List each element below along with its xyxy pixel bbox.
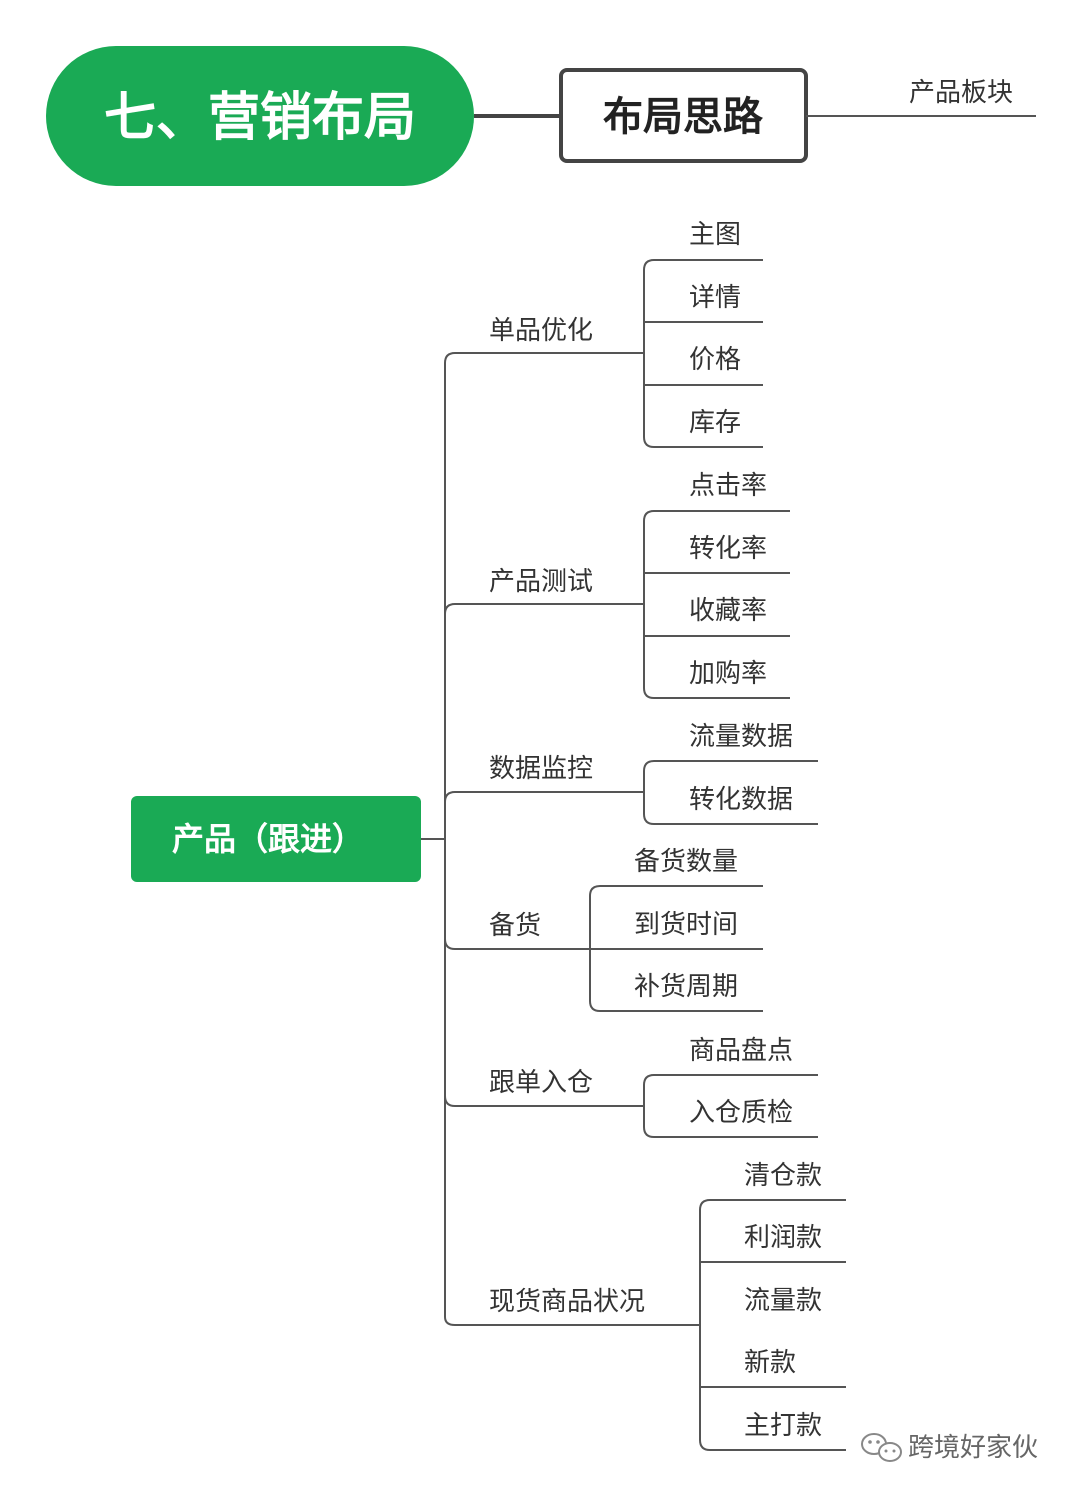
- branch-1-child-label: 库存: [689, 408, 741, 438]
- branch-6: 现货商品状况 清仓款 利润款 流量款 新款 主打款: [444, 1161, 846, 1451]
- branch-4: 备货 备货数量 到货时间 补货周期: [444, 847, 763, 1012]
- branch-3-underline: [444, 791, 644, 803]
- topic-box-label: 布局思路: [603, 94, 764, 140]
- branch-3-child-label: 流量数据: [689, 722, 793, 752]
- branch-1-child-label: 价格: [689, 345, 741, 375]
- section-title-pill: 七、营销布局: [46, 46, 474, 186]
- branch-5-bracket: [643, 1074, 818, 1138]
- branch-1-label: 单品优化: [489, 316, 593, 346]
- branch-2-underline: [444, 603, 644, 615]
- branch-3-child-label: 转化数据: [689, 785, 793, 815]
- branch-5-underline: [444, 1095, 644, 1107]
- branch-4-child-label: 补货周期: [634, 972, 738, 1002]
- branch-2-bracket: [643, 510, 790, 699]
- root-node: 产品（跟进）: [131, 796, 421, 882]
- branch-2-label: 产品测试: [489, 567, 593, 597]
- branch-1-underline: [444, 352, 644, 364]
- branch-6-child-label: 清仓款: [744, 1161, 822, 1191]
- branch-3-label: 数据监控: [489, 754, 593, 784]
- branch-1-child-label: 详情: [689, 283, 741, 313]
- branch-6-bracket: [699, 1199, 846, 1451]
- branch-5-child-label: 入仓质检: [689, 1098, 793, 1128]
- branch-6-child-label: 利润款: [744, 1223, 822, 1253]
- branch-6-label: 现货商品状况: [489, 1287, 645, 1317]
- watermark: 跨境好家伙: [861, 1433, 1038, 1463]
- branch-1: 单品优化 主图 详情 价格 库存: [444, 220, 763, 448]
- branch-6-child-label: 流量款: [744, 1286, 822, 1316]
- branch-4-child-label: 备货数量: [634, 847, 738, 877]
- branch-5-child-label: 商品盘点: [689, 1036, 793, 1066]
- branch-2-child-label: 收藏率: [689, 596, 767, 626]
- branch-1-bracket: [643, 259, 763, 448]
- branch-1-child-label: 主图: [689, 220, 741, 250]
- section-title: 七、营销布局: [104, 88, 416, 148]
- branch-4-label: 备货: [489, 911, 541, 941]
- root-node-label: 产品（跟进）: [172, 820, 364, 858]
- branch-5-label: 跟单入仓: [489, 1068, 593, 1098]
- branch-3-bracket: [643, 760, 818, 825]
- branch-4-underline: [444, 938, 590, 950]
- branch-6-child-label: 新款: [744, 1348, 796, 1378]
- topic-box: 布局思路: [559, 68, 808, 163]
- branch-6-underline: [444, 1316, 700, 1326]
- branch-2-child-label: 加购率: [689, 659, 767, 689]
- topic-branch-label: 产品板块: [909, 78, 1013, 108]
- watermark-text: 跨境好家伙: [908, 1433, 1038, 1463]
- branch-6-child-label: 主打款: [744, 1411, 822, 1441]
- branch-2: 产品测试 点击率 转化率 收藏率 加购率: [444, 471, 790, 699]
- branch-4-child-label: 到货时间: [634, 910, 738, 940]
- wechat-icon: [861, 1433, 902, 1462]
- branch-2-child-label: 转化率: [689, 534, 767, 564]
- branch-2-child-label: 点击率: [689, 471, 767, 501]
- branch-3: 数据监控 流量数据 转化数据: [444, 722, 818, 825]
- branch-5: 跟单入仓 商品盘点 入仓质检: [444, 1036, 818, 1138]
